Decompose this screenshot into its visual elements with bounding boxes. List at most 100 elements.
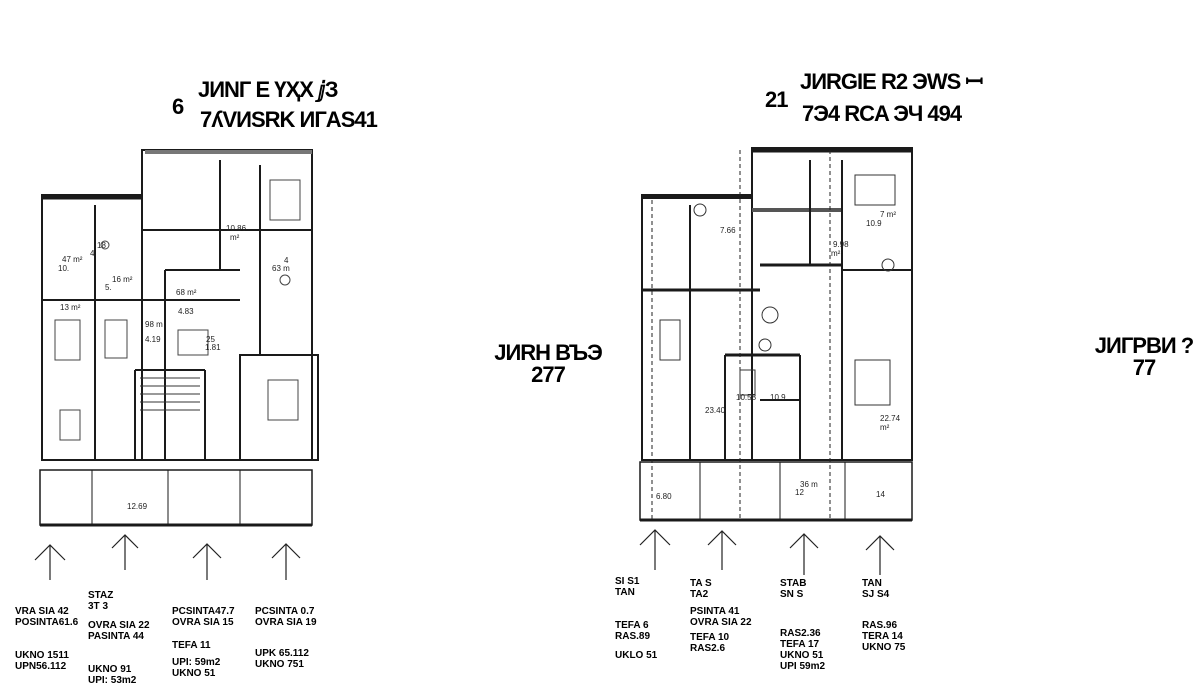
- apartment-line: UKNO 91: [88, 664, 132, 675]
- room-label: 12: [795, 488, 804, 497]
- right-label: ЈИГРВИ ? 77: [1090, 335, 1198, 379]
- arrow-icon: [111, 534, 139, 570]
- left-building-title-1: ЈИNГ Е ҮҲХ ⅉЗ: [198, 77, 339, 102]
- apartment-line: 3T 3: [88, 601, 109, 612]
- apartment-line: RAS2.6: [690, 643, 726, 654]
- room-label: 9.98: [833, 240, 849, 249]
- apartment-line: UKNO 751: [255, 659, 304, 670]
- right-label-line2: 77: [1132, 355, 1156, 380]
- room-label: 4.: [90, 249, 97, 258]
- apartment-line: [15, 628, 78, 650]
- apartment-line: UKNO 51: [780, 650, 824, 661]
- apartment-line: TEFA 11: [172, 640, 211, 651]
- room-label: 4.83: [178, 307, 194, 316]
- room-label: m²: [880, 423, 890, 432]
- room-label: m²: [230, 233, 240, 242]
- room-label: 22.74: [880, 414, 901, 423]
- apartment-line: OVRA SIA 22: [690, 617, 752, 628]
- room-label: 25: [206, 335, 215, 344]
- apartment-line: RAS.96: [862, 620, 898, 631]
- arrow-icon: [192, 543, 222, 580]
- apartment-line: UKNO 51: [172, 668, 216, 679]
- apartment-line: UPI 59m2: [780, 661, 826, 672]
- apartment-line: UKLO 51: [615, 650, 658, 661]
- apartment-line: PCSINTA 0.7: [255, 606, 315, 617]
- room-label: 10.58: [736, 393, 757, 402]
- room-label: m²: [831, 249, 841, 258]
- room-label: 12.69: [127, 502, 148, 511]
- apartment-line: VRA SIA 42: [15, 606, 69, 617]
- right-building-prefix: 21: [765, 87, 789, 112]
- room-label: 7.66: [720, 226, 736, 235]
- apartment-line: PASINTA 44: [88, 631, 144, 642]
- arrow-icon: [865, 535, 895, 575]
- room-label: 63 m: [272, 264, 290, 273]
- left-east-block: [239, 354, 319, 461]
- room-label: 98 m: [145, 320, 163, 329]
- apartment-line: UPN56.112: [15, 661, 67, 672]
- room-label: 68 m²: [176, 288, 197, 297]
- left-building-title-2: 7ʎVИSRK ИГAS41: [200, 107, 378, 132]
- apartment-line: UPI: 53m2: [88, 675, 137, 686]
- arrow-icon: [707, 530, 737, 570]
- middle-label-line2: 277: [531, 362, 566, 387]
- apartment-line: TAN: [862, 578, 882, 589]
- arrow-icon: [34, 544, 66, 580]
- apartment-summary-right-3: STAB SN S RAS2.36 TEFA 17 UKNO 51 UPI 59…: [780, 578, 825, 672]
- orientation-arrows: [34, 529, 895, 580]
- apartment-line: UKNO 1511: [15, 650, 69, 661]
- apartment-line: RAS.89: [615, 631, 651, 642]
- room-label: 47 m²: [62, 255, 83, 264]
- apartment-summary-left-3: PCSINTA47.7 OVRA SIA 15 TEFA 11 UPI: 59m…: [172, 606, 235, 679]
- right-label-line1: ЈИГРВИ ?: [1094, 333, 1194, 358]
- apartment-line: STAB: [780, 578, 807, 589]
- apartment-line: SN S: [780, 589, 804, 600]
- room-label: 36 m: [800, 480, 818, 489]
- apartment-line: SJ S4: [862, 589, 890, 600]
- apartment-line: UPK 65.112: [255, 648, 309, 659]
- apartment-line: PCSINTA47.7: [172, 606, 235, 617]
- apartment-line: TEFA 6: [615, 620, 649, 631]
- apartment-summary-right-2: TA S TA2 PSINTA 41 OVRA SIA 22 TEFA 10 R…: [690, 578, 752, 654]
- apartment-line: TA S: [690, 578, 712, 589]
- room-label: 4.19: [145, 335, 161, 344]
- middle-label-line1: ЈИRH ВЪЭ: [494, 340, 603, 365]
- right-building-title-1: ЈИRGIE R2 ЭWS ꟷ: [800, 69, 983, 94]
- room-label: 13 m²: [60, 303, 81, 312]
- apartment-line: RAS2.36: [780, 628, 821, 639]
- apartment-line: TA2: [690, 589, 709, 600]
- apartment-line: SI S1: [615, 576, 640, 587]
- apartment-line: TEFA 10: [690, 632, 730, 643]
- arrow-icon: [639, 529, 671, 570]
- room-label: 10.: [58, 264, 70, 273]
- room-label: 23.40: [705, 406, 726, 415]
- left-core-outline: [141, 149, 313, 461]
- apartment-summary-right-1: SI S1 TAN TEFA 6 RAS.89 UKLO 51: [615, 576, 657, 661]
- right-building-plan: [639, 147, 913, 522]
- room-label: 5.: [105, 283, 112, 292]
- room-label: 10.86: [226, 224, 247, 233]
- apartment-line: OVRA SIA 15: [172, 617, 234, 628]
- apartment-line: TERA 14: [862, 631, 903, 642]
- room-label: 6.80: [656, 492, 672, 501]
- room-label: 4: [284, 256, 289, 265]
- right-building-title-2: 7Э4 RCA ЭЧ 494: [802, 101, 962, 126]
- left-building-plan: [39, 149, 319, 527]
- apartment-summary-right-4: TAN SJ S4 RAS.96 TERA 14 UKNO 75: [862, 578, 905, 653]
- left-building-prefix: 6: [172, 94, 184, 119]
- apartment-line: UKNO 75: [862, 642, 906, 653]
- room-label: 10.9: [866, 219, 882, 228]
- apartment-line: PSINTA 41: [690, 606, 740, 617]
- apartment-line: POSINTA61.6: [15, 617, 79, 628]
- room-label: 16 m²: [112, 275, 133, 284]
- apartment-line: TAN: [615, 587, 635, 598]
- apartment-line: STAZ: [88, 590, 114, 601]
- arrow-icon: [789, 533, 819, 575]
- room-label: 18: [97, 241, 106, 250]
- apartment-summary-left-4: PCSINTA 0.7 OVRA SIA 19 UPK 65.112 UKNO …: [255, 606, 317, 670]
- apartment-line: OVRA SIA 19: [255, 617, 317, 628]
- room-label: 14: [876, 490, 885, 499]
- apartment-summary-left-2: STAZ 3T 3 OVRA SIA 22 PASINTA 44 UKNO 91…: [88, 590, 150, 686]
- apartment-line: TEFA 17: [780, 639, 820, 650]
